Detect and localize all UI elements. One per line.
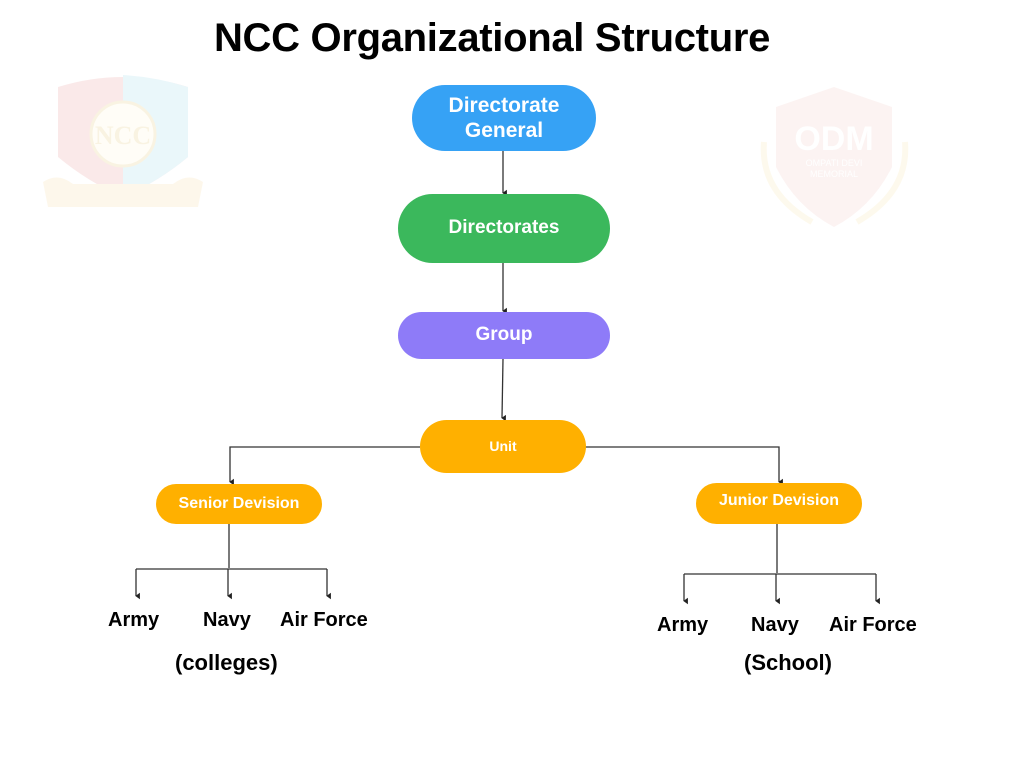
node-label: Directorates <box>448 217 560 239</box>
junior-branch-army: Army <box>657 614 709 636</box>
junior-caption: (School) <box>744 650 832 675</box>
node-unit: Unit <box>420 420 586 473</box>
node-label: Unit <box>489 438 517 455</box>
node-label: Group <box>475 324 533 346</box>
svg-text:OMPATI DEVI: OMPATI DEVI <box>806 158 863 168</box>
ncc-logo: NCC <box>43 75 203 207</box>
senior-branch-navy: Navy <box>203 609 251 631</box>
connector-unit-junior <box>585 446 783 486</box>
senior-branch-airforce: Air Force <box>280 609 368 631</box>
connector-unit-senior <box>229 446 420 486</box>
node-label: Senior Devision <box>178 495 300 513</box>
node-senior-division: Senior Devision <box>156 484 322 524</box>
svg-text:ODM: ODM <box>794 120 873 158</box>
diagram-title: NCC Organizational Structure <box>213 16 771 60</box>
node-directorates: Directorates <box>398 194 610 263</box>
node-group: Group <box>398 312 610 359</box>
svg-text:MEMORIAL: MEMORIAL <box>810 169 858 179</box>
svg-text:NCC: NCC <box>95 121 151 150</box>
node-label: Junior Devision <box>718 491 840 509</box>
odm-logo: ODM OMPATI DEVI MEMORIAL <box>760 87 909 227</box>
node-directorate-general: Directorate General <box>412 85 596 151</box>
node-label: Directorate General <box>448 93 560 142</box>
senior-branch-army: Army <box>108 609 160 631</box>
senior-caption: (colleges) <box>175 650 278 675</box>
junior-branch-airforce: Air Force <box>829 614 917 636</box>
node-junior-division: Junior Devision <box>696 483 862 524</box>
connector-group-unit <box>501 358 506 422</box>
junior-branch-navy: Navy <box>751 614 799 636</box>
